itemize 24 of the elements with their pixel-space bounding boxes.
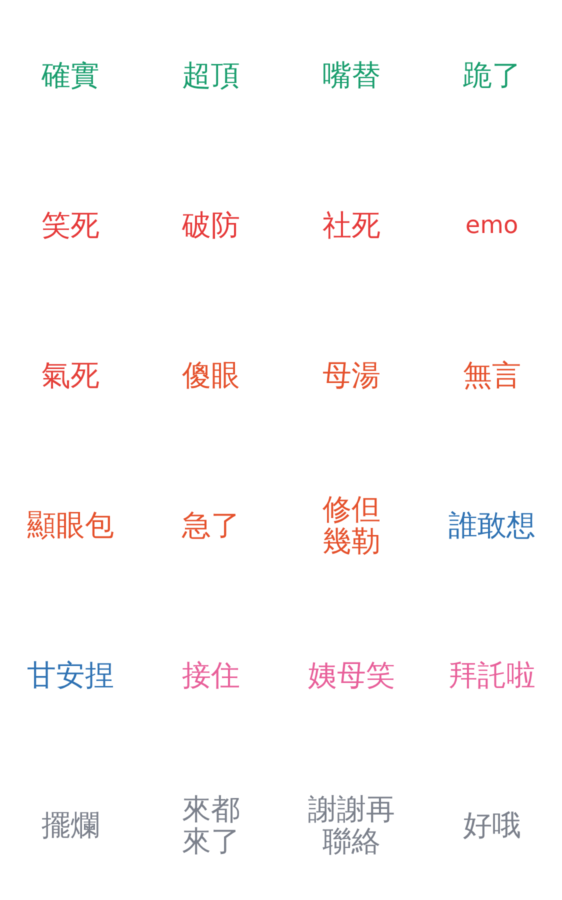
sticker-word: 謝謝再聯絡 — [308, 792, 395, 858]
sticker-word: 確實 — [41, 58, 100, 92]
sticker-word: 氣死 — [41, 358, 100, 392]
sticker-word: 接住 — [182, 658, 240, 692]
sticker-word: 跪了 — [462, 58, 521, 92]
sticker-word: 誰敢想 — [448, 508, 536, 542]
sticker-word: 傻眼 — [182, 358, 240, 392]
sticker-word: 無言 — [462, 358, 521, 392]
sticker-word: 超頂 — [182, 58, 240, 92]
sticker-word: 顯眼包 — [26, 508, 114, 542]
sticker-word: 嘴替 — [322, 58, 380, 92]
sticker-word: 擺爛 — [41, 808, 100, 842]
sticker-word: emo — [465, 212, 518, 238]
sticker-word: 姨母笑 — [308, 658, 395, 692]
sticker-word: 社死 — [322, 208, 380, 242]
sticker-word: 母湯 — [322, 358, 380, 392]
sticker-word: 拜託啦 — [448, 658, 536, 692]
sticker-word: 來都來了 — [182, 792, 240, 858]
sticker-word: 笑死 — [41, 208, 100, 242]
sticker-word: 修但幾勒 — [322, 492, 380, 558]
sticker-word: 甘安捏 — [26, 658, 114, 692]
sticker-word: 破防 — [182, 208, 240, 242]
sticker-word: 好哦 — [462, 808, 521, 842]
sticker-word: 急了 — [182, 508, 240, 542]
